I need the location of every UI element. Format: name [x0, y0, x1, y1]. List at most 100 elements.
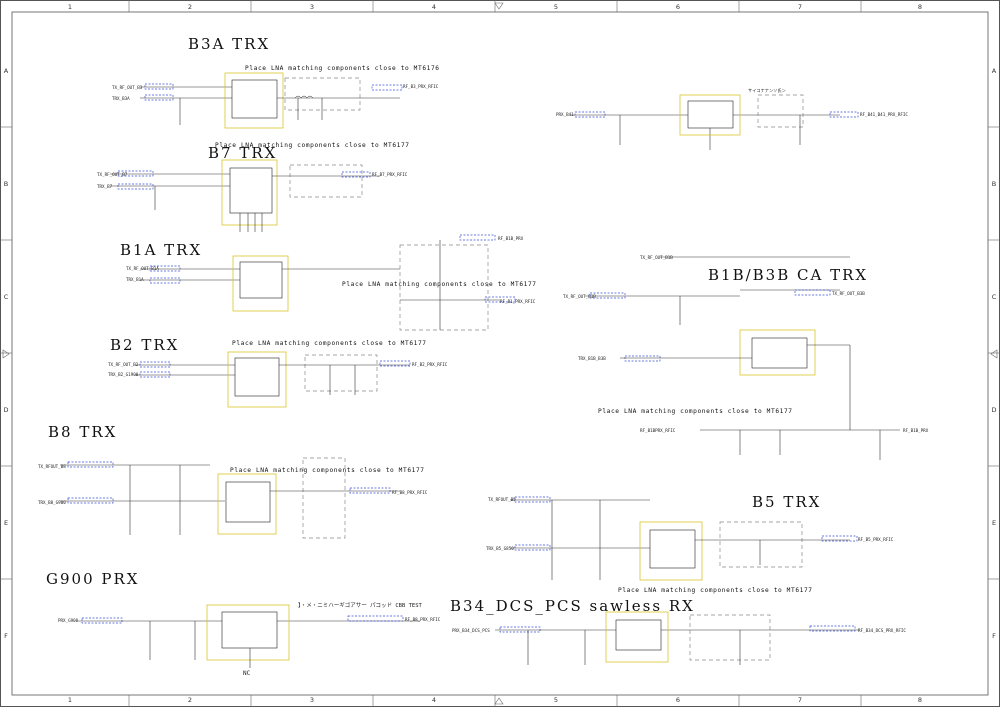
block-b41-prx: PRX_B41 サイコナナンソ氏ン RF_B41_B41_PRX_RFIC	[556, 87, 908, 150]
placement-note: Place LNA matching components close to M…	[245, 65, 440, 72]
bottom-center-arrow-icon	[494, 697, 504, 705]
block-b5-trx: B5 TRX Place LNA matching components clo…	[486, 493, 894, 594]
net-label: TX_RFOUT_B8	[38, 464, 66, 469]
row-label: D	[3, 406, 8, 414]
duplexer-ic	[649, 529, 696, 569]
annotation: 】・メ・ニミハーギゴアサー パコッド CBB TEST	[298, 601, 423, 609]
col-label: 4	[432, 3, 436, 11]
duplexer-ic	[229, 167, 273, 214]
column-labels: 1 2 3 4 5 6 7 8 1 2 3 4 5 6 7 8	[68, 3, 922, 704]
block-title: B7 TRX	[208, 144, 277, 162]
duplexer-ic	[225, 481, 271, 523]
row-label: D	[991, 406, 996, 414]
block-title: B8 TRX	[48, 423, 117, 441]
row-label: B	[992, 180, 996, 188]
lna-matching-area	[284, 77, 361, 111]
net-label: TRX_B8_G900	[38, 500, 66, 505]
placement-note: Place LNA matching components close to M…	[598, 408, 793, 415]
col-label: 1	[68, 696, 72, 704]
annotation: サイコナナンソ氏ン	[748, 87, 786, 94]
net-label: TX_RFOUT_B5	[488, 497, 516, 502]
net-label: RF_B8_PRX_RFIC	[392, 490, 428, 495]
col-label: 6	[676, 3, 680, 11]
net-label: RF_B7_PRX_RFIC	[372, 172, 408, 177]
placement-note: Place LNA matching components close to M…	[232, 340, 427, 347]
sheet-inner-border	[11, 11, 989, 696]
net-label: TX_RF_OUT_B7	[97, 172, 128, 177]
net-label: TRX_B1A	[126, 277, 144, 282]
col-label: 8	[918, 3, 922, 11]
col-label: 5	[554, 696, 558, 704]
block-b1b-b3b-ca-trx: B1B/B3B CA TRX Place LNA matching compon…	[563, 255, 929, 460]
net-label: RF_B41_B41_PRX_RFIC	[860, 112, 908, 117]
net-label: PRX_B41	[556, 112, 574, 117]
net-label: PRX_B34_DCS_PCS	[452, 628, 490, 633]
row-label: F	[992, 632, 996, 640]
placement-note: Place LNA matching components close to M…	[230, 467, 425, 474]
block-b8-trx: B8 TRX Place LNA matching components clo…	[38, 423, 428, 539]
right-center-arrow-icon	[990, 349, 998, 359]
top-center-arrow-icon	[494, 2, 504, 10]
block-b34-dcs-pcs-rx: B34_DCS_PCS sawless RX PRX_B34_DCS_PCS R…	[450, 597, 906, 665]
saw-filter-ic	[687, 100, 734, 129]
net-label: RF_B1B_PRX	[498, 236, 524, 241]
net-label: TX_RF_OUT_B2	[108, 362, 139, 367]
net-label: TRX_B1B_B3B	[578, 356, 606, 361]
lna-matching-area	[304, 354, 378, 392]
row-label: E	[992, 519, 996, 527]
lna-matching-area	[757, 94, 804, 128]
lna-matching-area	[399, 244, 489, 331]
row-label: E	[4, 519, 8, 527]
block-title: B1B/B3B CA TRX	[708, 266, 868, 284]
row-label: C	[4, 293, 9, 301]
row-labels: A B C D E F A B C D E F	[3, 67, 996, 640]
quadplexer-ic	[751, 337, 808, 369]
saw-filter-ic	[615, 619, 662, 651]
block-title: B34_DCS_PCS sawless RX	[450, 597, 695, 615]
lna-matching-area	[719, 521, 803, 568]
col-label: 8	[918, 696, 922, 704]
placement-note: Place LNA matching components close to M…	[618, 587, 813, 594]
net-label: RF_B1B_PRX	[903, 428, 929, 433]
placement-note: Place LNA matching components close to M…	[215, 142, 410, 149]
duplexer-ic	[239, 261, 283, 299]
net-label: RF_B1_PRX_RFIC	[500, 299, 536, 304]
block-g900-prx: G900 PRX PRX_G900 NC 】・メ・ニミハーギゴアサー パコッド …	[46, 570, 441, 677]
row-label: F	[4, 632, 8, 640]
net-label: RF_B2_PRX_RFIC	[412, 362, 448, 367]
net-label: TX_RF_OUT_B1A	[126, 266, 159, 271]
row-label: B	[4, 180, 8, 188]
col-label: 5	[554, 3, 558, 11]
block-title: B5 TRX	[752, 493, 821, 511]
net-label: RF_B5_PRX_RFIC	[858, 537, 894, 542]
block-b2-trx: B2 TRX Place LNA matching components clo…	[108, 336, 448, 408]
net-label: PRX_G900	[58, 618, 79, 623]
net-label: TRX_B5_G850	[486, 546, 514, 551]
duplexer-ic	[231, 79, 278, 119]
net-label: RF_B1BPRX_RFIC	[640, 428, 676, 433]
saw-filter-ic	[221, 611, 278, 649]
block-title: B1A TRX	[120, 241, 202, 259]
net-label: TX_RF_OUT_B1B	[563, 294, 596, 299]
col-label: 3	[310, 3, 314, 11]
col-label: 3	[310, 696, 314, 704]
block-title: B3A TRX	[188, 35, 270, 53]
lna-matching-area	[689, 614, 771, 661]
block-b7-trx: B7 TRX Place LNA matching components clo…	[97, 142, 410, 232]
col-label: 2	[188, 3, 192, 11]
col-label: 2	[188, 696, 192, 704]
row-label: A	[4, 67, 9, 75]
row-label: A	[992, 67, 997, 75]
col-label: 6	[676, 696, 680, 704]
lna-matching-area	[302, 457, 346, 539]
block-title: B2 TRX	[110, 336, 179, 354]
net-label: TRX_B3A	[112, 96, 130, 101]
lna-matching-area	[289, 164, 363, 198]
net-label: TX_RF_OUT_B1B	[640, 255, 673, 260]
nc-label: NC	[243, 670, 251, 677]
net-label: RF_B8_PRX_RFIC	[405, 617, 441, 622]
net-label: TRX_B7	[97, 184, 113, 189]
block-b1a-trx: B1A TRX Place LNA matching components cl…	[120, 234, 536, 331]
